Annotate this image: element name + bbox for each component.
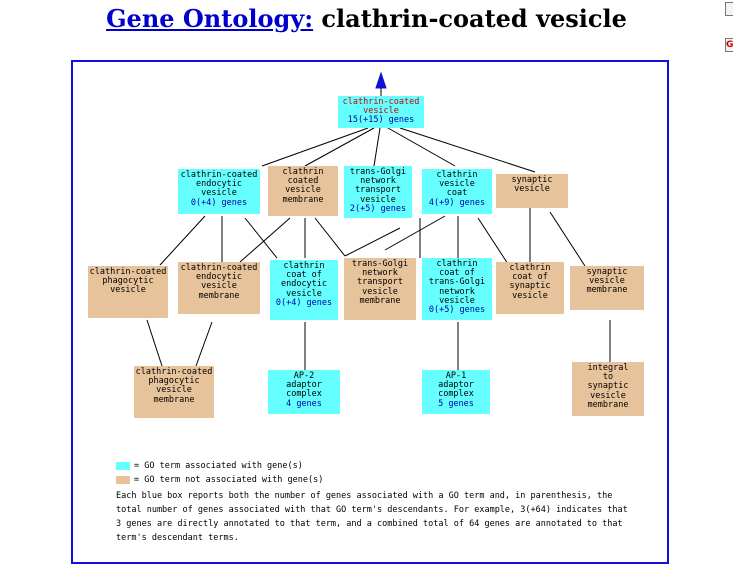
legend-not-associated: = GO term not associated with gene(s) bbox=[116, 475, 323, 485]
node-clathrin-coated-phagocytic-vesicle: clathrin-coated phagocytic vesicle bbox=[88, 266, 168, 318]
gene-count: 0(+4) genes bbox=[275, 297, 333, 308]
page-icon[interactable] bbox=[725, 2, 733, 16]
node-synaptic-vesicle: synaptic vesicle bbox=[496, 174, 568, 208]
node-integral-to-synaptic-vesicle-membrane: integral to synaptic vesicle membrane bbox=[572, 362, 644, 416]
gene-count: 2(+5) genes bbox=[349, 203, 407, 214]
node-trans-golgi-network-transport-vesicle[interactable]: trans-Golgi network transport vesicle 2(… bbox=[344, 166, 412, 218]
node-clathrin-coated-endocytic-vesicle[interactable]: clathrin-coated endocytic vesicle 0(+4) … bbox=[178, 169, 260, 214]
legend-assoc-label: = GO term associated with gene(s) bbox=[134, 461, 303, 471]
node-label: clathrin-coated endocytic vesicle membra… bbox=[180, 263, 258, 301]
root-arrow-icon bbox=[375, 71, 387, 89]
node-label: trans-Golgi network transport vesicle bbox=[349, 167, 407, 205]
node-clathrin-coated-vesicle-membrane: clathrin coated vesicle membrane bbox=[268, 166, 338, 216]
term-title: clathrin-coated vesicle bbox=[313, 4, 627, 33]
node-clathrin-vesicle-coat[interactable]: clathrin vesicle coat 4(+9) genes bbox=[422, 169, 492, 214]
node-label: clathrin-coated phagocytic vesicle membr… bbox=[135, 367, 213, 405]
gene-count: 15(+15) genes bbox=[347, 115, 415, 126]
legend-blue-swatch bbox=[116, 461, 130, 470]
page-title: Gene Ontology: clathrin-coated vesicle bbox=[0, 4, 733, 33]
node-label: clathrin vesicle coat bbox=[436, 170, 478, 199]
node-label: clathrin coat of endocytic vesicle bbox=[280, 261, 328, 299]
node-label: AP-1 adaptor complex bbox=[438, 371, 474, 400]
node-synaptic-vesicle-membrane: synaptic vesicle membrane bbox=[570, 266, 644, 310]
g-icon[interactable]: G bbox=[725, 38, 733, 52]
legend-tan-swatch bbox=[116, 475, 130, 484]
gene-ontology-link[interactable]: Gene Ontology: bbox=[106, 4, 314, 33]
ontology-graph-frame bbox=[71, 60, 669, 564]
legend-note: Each blue box reports both the number of… bbox=[116, 491, 628, 543]
node-clathrin-coat-of-trans-golgi-network-vesicle[interactable]: clathrin coat of trans-Golgi network ves… bbox=[422, 258, 492, 320]
legend-associated: = GO term associated with gene(s) bbox=[116, 461, 303, 471]
gene-count: 4(+9) genes bbox=[428, 197, 486, 208]
node-label: clathrin-coated phagocytic vesicle bbox=[89, 267, 167, 296]
node-label: AP-2 adaptor complex bbox=[286, 371, 322, 400]
node-clathrin-coated-endocytic-vesicle-membrane: clathrin-coated endocytic vesicle membra… bbox=[178, 262, 260, 314]
node-label: clathrin coated vesicle membrane bbox=[282, 167, 324, 205]
node-clathrin-coat-of-synaptic-vesicle: clathrin coat of synaptic vesicle bbox=[496, 262, 564, 314]
gene-count: 0(+5) genes bbox=[428, 305, 486, 316]
node-ap-2-adaptor-complex[interactable]: AP-2 adaptor complex 4 genes bbox=[268, 370, 340, 414]
node-label: clathrin coat of trans-Golgi network ves… bbox=[428, 259, 486, 306]
node-label: clathrin coat of synaptic vesicle bbox=[509, 263, 551, 301]
gene-count: 0(+4) genes bbox=[190, 197, 248, 208]
node-trans-golgi-network-transport-vesicle-membrane: trans-Golgi network transport vesicle me… bbox=[344, 258, 416, 320]
gene-count: 4 genes bbox=[286, 398, 322, 409]
node-label: synaptic vesicle bbox=[511, 175, 553, 195]
node-clathrin-coated-phagocytic-vesicle-membrane: clathrin-coated phagocytic vesicle membr… bbox=[134, 366, 214, 418]
node-clathrin-coat-of-endocytic-vesicle[interactable]: clathrin coat of endocytic vesicle 0(+4)… bbox=[270, 260, 338, 320]
node-label: synaptic vesicle membrane bbox=[586, 267, 628, 296]
node-label: clathrin-coated endocytic vesicle bbox=[180, 170, 258, 199]
legend-noassoc-label: = GO term not associated with gene(s) bbox=[134, 475, 324, 485]
node-label: trans-Golgi network transport vesicle me… bbox=[351, 259, 409, 306]
node-ap-1-adaptor-complex[interactable]: AP-1 adaptor complex 5 genes bbox=[422, 370, 490, 414]
node-label: integral to synaptic vesicle membrane bbox=[587, 363, 629, 410]
node-label: clathrin-coated vesicle bbox=[342, 97, 420, 117]
gene-count: 5 genes bbox=[438, 398, 474, 409]
node-clathrin-coated-vesicle[interactable]: clathrin-coated vesicle 15(+15) genes bbox=[338, 96, 424, 128]
